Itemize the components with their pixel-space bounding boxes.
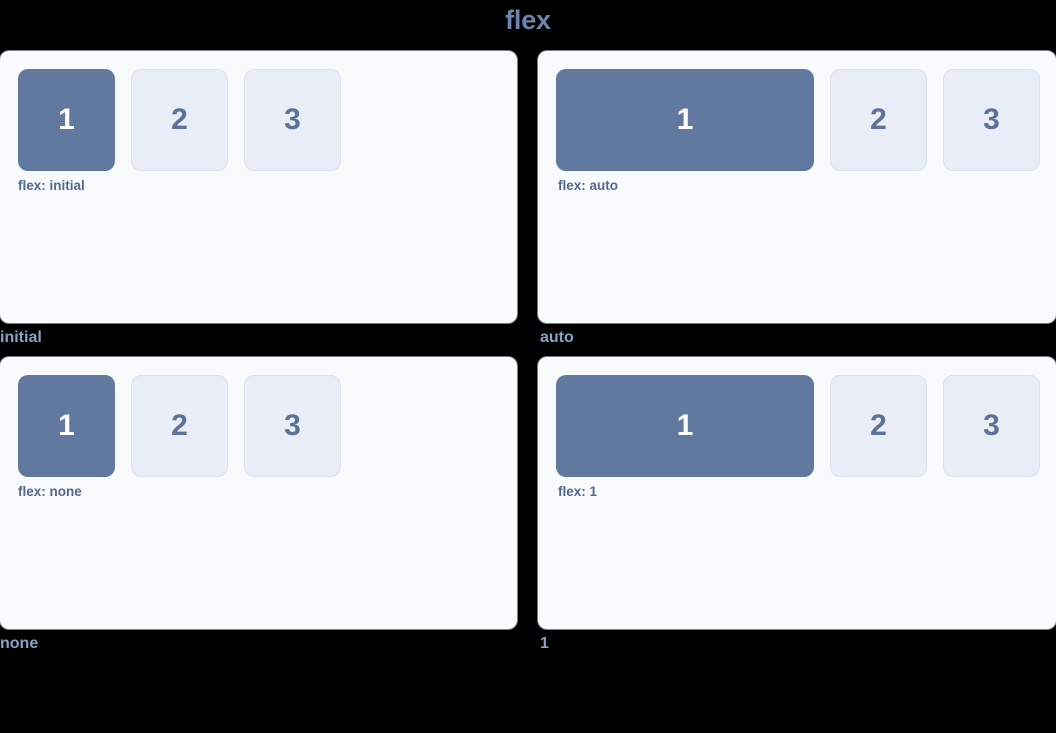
- flex-item-3[interactable]: 3: [943, 69, 1040, 171]
- demo-caption-none: none: [0, 635, 39, 652]
- flex-item-2[interactable]: 2: [830, 375, 927, 477]
- flex-container-one: 1 2 3: [556, 375, 1040, 477]
- property-label-one: flex: 1: [558, 484, 598, 499]
- flex-item-1[interactable]: 1: [18, 69, 115, 171]
- demo-one: 1 2 3 flex: 1 1: [538, 357, 1056, 652]
- flex-container-initial: 1 2 3: [18, 69, 501, 171]
- flex-item-2[interactable]: 2: [830, 69, 927, 171]
- demo-card-auto: 1 2 3 flex: auto: [538, 51, 1056, 323]
- flex-item-2[interactable]: 2: [131, 69, 228, 171]
- flex-item-3[interactable]: 3: [244, 375, 341, 477]
- flex-item-1[interactable]: 1: [18, 375, 115, 477]
- flex-item-3[interactable]: 3: [244, 69, 341, 171]
- demo-auto: 1 2 3 flex: auto auto: [538, 51, 1056, 346]
- flex-item-1[interactable]: 1: [556, 69, 814, 171]
- demo-grid: 1 2 3 flex: initial initial 1 2 3 flex: …: [0, 51, 1056, 652]
- flex-item-3[interactable]: 3: [943, 375, 1040, 477]
- flex-item-2[interactable]: 2: [131, 375, 228, 477]
- flex-container-none: 1 2 3: [18, 375, 501, 477]
- flex-container-auto: 1 2 3: [556, 69, 1040, 171]
- property-label-initial: flex: initial: [18, 178, 85, 193]
- demo-card-none: 1 2 3 flex: none: [0, 357, 517, 629]
- demo-caption-initial: initial: [0, 329, 42, 346]
- demo-none: 1 2 3 flex: none none: [0, 357, 517, 652]
- demo-card-one: 1 2 3 flex: 1: [538, 357, 1056, 629]
- demo-initial: 1 2 3 flex: initial initial: [0, 51, 517, 346]
- demo-caption-auto: auto: [540, 329, 574, 346]
- demo-caption-one: 1: [540, 635, 549, 652]
- demo-card-initial: 1 2 3 flex: initial: [0, 51, 517, 323]
- flex-item-1[interactable]: 1: [556, 375, 814, 477]
- page-title: flex: [505, 5, 551, 35]
- property-label-none: flex: none: [18, 484, 82, 499]
- property-label-auto: flex: auto: [558, 178, 619, 193]
